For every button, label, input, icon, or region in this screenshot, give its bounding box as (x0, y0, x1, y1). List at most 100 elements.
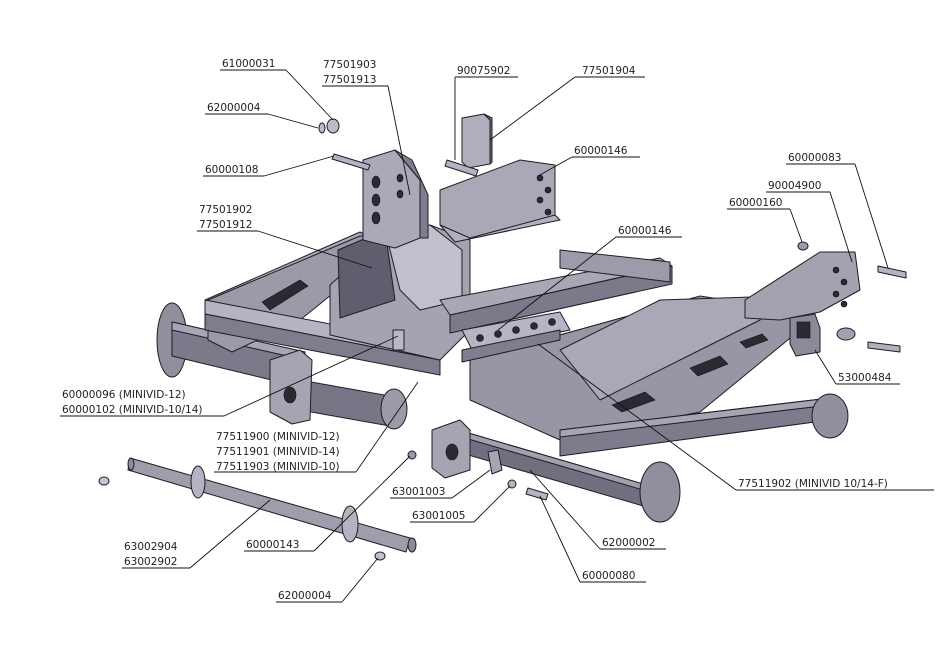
link-63001003 (487, 449, 503, 475)
callout-c23-line-1: 62000004 (278, 590, 332, 602)
right-hitch-hole (445, 443, 459, 461)
leader-c04 (489, 76, 576, 141)
washer-62000004-top (318, 122, 326, 134)
callout-c14-line-1: 60000096 (MINIVID-12) (62, 389, 186, 401)
square-tube-opening (796, 321, 811, 339)
leader-c11 (257, 230, 373, 269)
link-hole-1 (371, 175, 381, 189)
leader-c08 (854, 163, 889, 269)
callout-c15-line-1: 77511900 (MINIVID-12) (216, 431, 340, 443)
right-upper-rail-side (449, 265, 673, 334)
right-end-disc (811, 393, 849, 439)
front-right-disc (639, 461, 681, 523)
callout-c03-line-1: 90075902 (457, 65, 510, 77)
leader-c05 (267, 113, 319, 129)
link-hole-4 (396, 173, 404, 183)
callout-c04-line-1: 77501904 (582, 65, 636, 77)
callout-c20-line-1: 60000143 (246, 539, 299, 551)
right-bracket-hole-4 (840, 300, 848, 308)
clip-right (374, 551, 386, 561)
callout-c15-line-2: 77511901 (MINIVID-14) (216, 446, 340, 458)
washer-61000031 (326, 118, 340, 134)
leader-c21 (189, 499, 271, 569)
callout-c18-line-1: 63001005 (412, 510, 465, 522)
right-bracket-hole-3 (832, 290, 840, 298)
callout-c01-line-1: 61000031 (222, 58, 275, 70)
adj-hole-2 (494, 330, 502, 338)
left-plate-slot (261, 279, 309, 311)
callout-c15-line-3: 77511903 (MINIVID-10) (216, 461, 340, 473)
callout-c05-line-1: 62000004 (207, 102, 261, 114)
leader-c18 (473, 485, 511, 523)
pin-bolt (867, 341, 901, 353)
top-plate-hole-1 (536, 174, 544, 182)
top-plate-hole-2 (544, 186, 552, 194)
spacer-block-side (483, 113, 493, 165)
far-right-plate (559, 295, 781, 401)
adj-hole-5 (548, 318, 556, 326)
top-adjust-plate (439, 159, 556, 239)
top-plate-hole-3 (536, 196, 544, 204)
bolt-60000083 (877, 265, 907, 279)
adj-hole-3 (512, 326, 520, 334)
axle-collar-right (341, 505, 359, 543)
callout-c14-line-2: 60000102 (MINIVID-10/14) (62, 404, 203, 416)
callout-c02-line-1: 77501903 (323, 59, 376, 71)
leader-c09 (829, 191, 853, 263)
callout-c06-line-1: 60000108 (205, 164, 258, 176)
callout-c19-line-1: 62000002 (602, 537, 655, 549)
leader-lines (60, 69, 934, 603)
upper-link-plate-edge (394, 149, 429, 239)
callout-c22-line-1: 60000080 (582, 570, 635, 582)
leader-c23 (341, 557, 379, 603)
front-cross-beam-side (204, 313, 441, 376)
axle-collar-left (190, 465, 206, 499)
leader-c07 (537, 156, 573, 177)
leader-c12 (497, 236, 617, 331)
bolt-60000108 (331, 153, 371, 171)
bushing (836, 327, 856, 341)
leader-c15 (355, 381, 419, 473)
nut-60000143 (407, 450, 417, 460)
leader-c14 (223, 335, 399, 417)
link-hole-2 (371, 193, 381, 207)
left-hitch-hole (283, 386, 297, 404)
leader-c16 (537, 343, 737, 491)
right-plate-slot-3 (739, 333, 769, 349)
leader-c06 (263, 155, 335, 177)
right-bracket-plate (744, 251, 861, 321)
bolt-60000080 (525, 487, 549, 501)
adj-hole-4 (530, 322, 538, 330)
spacer-block (461, 113, 491, 169)
leader-c02 (387, 85, 411, 196)
leader-c17 (451, 469, 491, 499)
frame-assembly (98, 113, 907, 561)
callout-c07-line-1: 60000146 (574, 145, 628, 157)
mid-transverse-tube (559, 249, 671, 283)
axle-end-right (407, 537, 417, 553)
leader-c19 (529, 469, 601, 550)
link-hole-5 (396, 189, 404, 199)
callout-c21-line-2: 63002902 (124, 556, 177, 568)
callout-labels: 61000031 77501903 77501913 90075902 7750… (62, 58, 892, 602)
callout-c17-line-1: 63001003 (392, 486, 445, 498)
axle-end-left (127, 457, 135, 471)
callout-c11-line-2: 77501912 (199, 219, 252, 231)
left-front-disc (380, 388, 408, 430)
leader-c13 (814, 349, 837, 385)
bolt-90075902 (444, 159, 479, 177)
pin-60000096 (392, 329, 405, 351)
callout-c12-line-1: 60000146 (618, 225, 672, 237)
callout-c21-line-1: 63002904 (124, 541, 178, 553)
adj-hole-1 (476, 334, 484, 342)
callout-c11-line-1: 77501902 (199, 204, 252, 216)
callout-c08-line-1: 60000083 (788, 152, 841, 164)
link-hole-3 (371, 211, 381, 225)
callout-c10-line-1: 60000160 (729, 197, 782, 209)
callout-c02-line-2: 77501913 (323, 74, 376, 86)
left-front-tube (299, 379, 391, 427)
adjustment-bar-side (461, 329, 561, 363)
leader-c10 (789, 208, 803, 243)
nut-60000160 (797, 241, 809, 251)
